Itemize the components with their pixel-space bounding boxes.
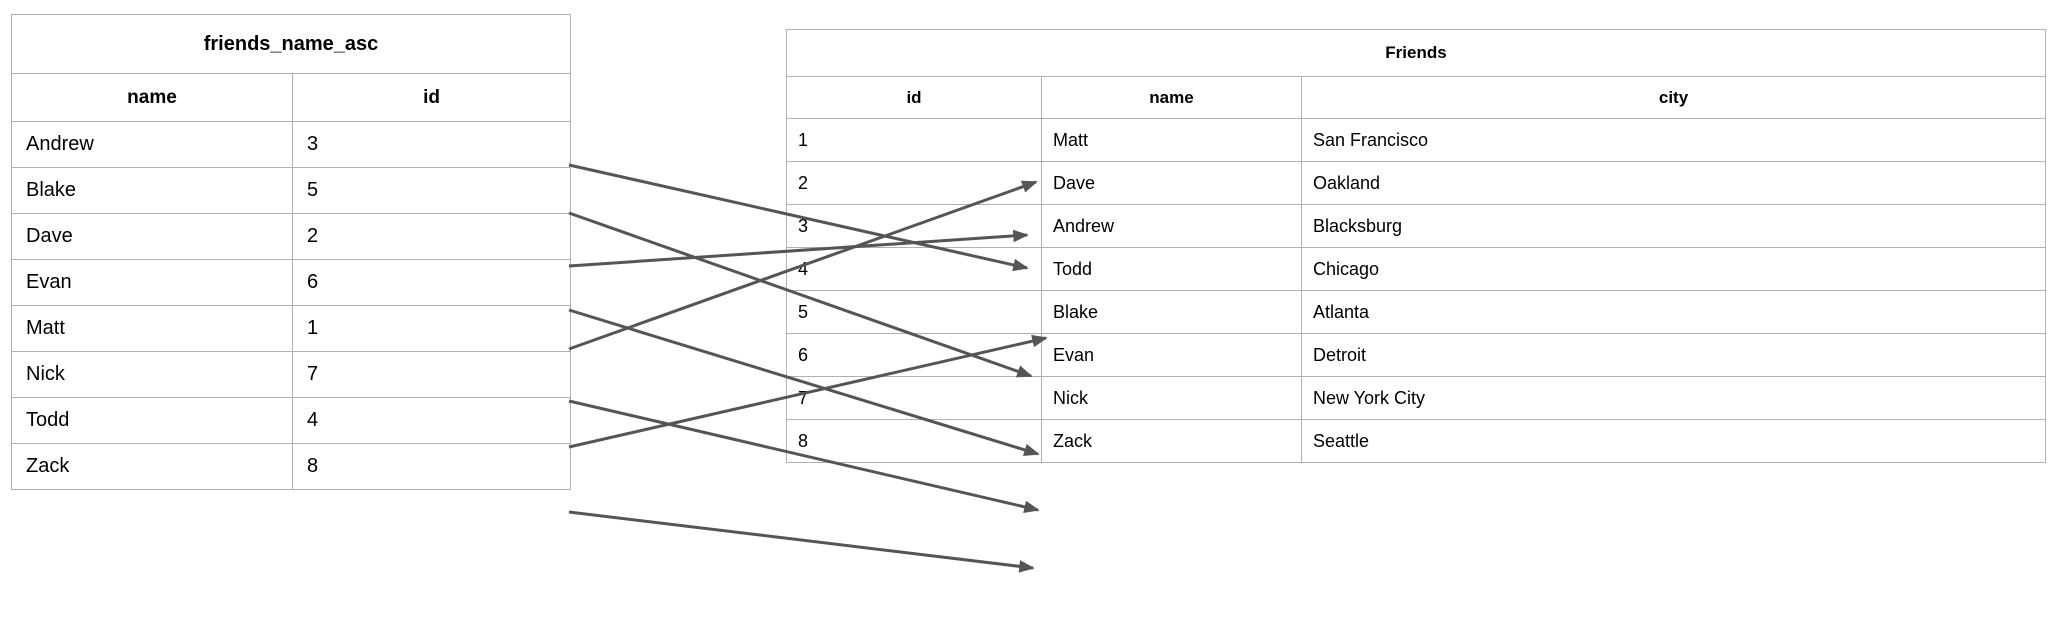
left-cell-id: 3 (291, 121, 572, 168)
left-cell-id: 1 (291, 305, 572, 352)
left-cell-id: 8 (291, 443, 572, 490)
left-cell-id: 6 (291, 259, 572, 306)
table-row: 8 Zack Seattle (786, 419, 2047, 463)
right-cell-id: 4 (786, 247, 1042, 291)
right-cell-city: San Francisco (1300, 118, 2047, 162)
left-cell-name: Blake (11, 167, 293, 214)
index-table-friends-name-asc: friends_name_asc name id Andrew 3 Blake … (10, 14, 572, 490)
left-cell-id: 4 (291, 397, 572, 444)
right-column-header-name: name (1041, 76, 1302, 119)
right-cell-name: Matt (1041, 118, 1302, 162)
table-row: Dave 2 (11, 213, 572, 260)
right-cell-city: Blacksburg (1300, 204, 2047, 248)
left-column-header-name: name (11, 73, 293, 122)
right-cell-name: Blake (1041, 290, 1302, 334)
right-cell-city: Seattle (1300, 419, 2047, 463)
right-cell-name: Zack (1041, 419, 1302, 463)
table-row: Evan 6 (11, 259, 572, 306)
right-cell-name: Dave (1041, 161, 1302, 205)
left-cell-name: Matt (11, 305, 293, 352)
right-cell-id: 1 (786, 118, 1042, 162)
table-row: Blake 5 (11, 167, 572, 214)
left-table-title: friends_name_asc (10, 14, 572, 74)
left-cell-name: Zack (11, 443, 293, 490)
right-cell-city: Detroit (1300, 333, 2047, 377)
left-cell-name: Evan (11, 259, 293, 306)
right-cell-city: Oakland (1300, 161, 2047, 205)
left-table-title-row: friends_name_asc (10, 14, 572, 74)
table-row: 7 Nick New York City (786, 376, 2047, 420)
right-cell-id: 5 (786, 290, 1042, 334)
right-cell-id: 7 (786, 376, 1042, 420)
right-cell-city: Atlanta (1300, 290, 2047, 334)
left-cell-name: Nick (11, 351, 293, 398)
table-row: Todd 4 (11, 397, 572, 444)
right-cell-id: 2 (786, 161, 1042, 205)
table-row: Zack 8 (11, 443, 572, 490)
right-cell-name: Nick (1041, 376, 1302, 420)
right-cell-city: Chicago (1300, 247, 2047, 291)
table-row: Nick 7 (11, 351, 572, 398)
right-cell-name: Andrew (1041, 204, 1302, 248)
left-cell-id: 5 (291, 167, 572, 214)
left-cell-name: Todd (11, 397, 293, 444)
left-table-header-row: name id (11, 73, 572, 122)
right-cell-id: 6 (786, 333, 1042, 377)
right-cell-id: 8 (786, 419, 1042, 463)
left-cell-name: Andrew (11, 121, 293, 168)
left-cell-id: 2 (291, 213, 572, 260)
right-cell-name: Todd (1041, 247, 1302, 291)
right-table-title-row: Friends (785, 29, 2047, 77)
right-column-header-city: city (1300, 76, 2047, 119)
right-table-title: Friends (785, 29, 2047, 77)
table-row: Matt 1 (11, 305, 572, 352)
table-row: 5 Blake Atlanta (786, 290, 2047, 334)
table-row: Andrew 3 (11, 121, 572, 168)
right-table-header-row: id name city (786, 76, 2047, 119)
right-column-header-id: id (786, 76, 1042, 119)
left-cell-id: 7 (291, 351, 572, 398)
base-table-friends: Friends id name city 1 Matt San Francisc… (785, 29, 2047, 463)
table-row: 2 Dave Oakland (786, 161, 2047, 205)
mapping-arrow-zack (568, 510, 1035, 573)
right-cell-city: New York City (1300, 376, 2047, 420)
left-column-header-id: id (291, 73, 572, 122)
left-cell-name: Dave (11, 213, 293, 260)
right-cell-id: 3 (786, 204, 1042, 248)
table-row: 3 Andrew Blacksburg (786, 204, 2047, 248)
table-row: 1 Matt San Francisco (786, 118, 2047, 162)
table-row: 6 Evan Detroit (786, 333, 2047, 377)
table-row: 4 Todd Chicago (786, 247, 2047, 291)
right-cell-name: Evan (1041, 333, 1302, 377)
